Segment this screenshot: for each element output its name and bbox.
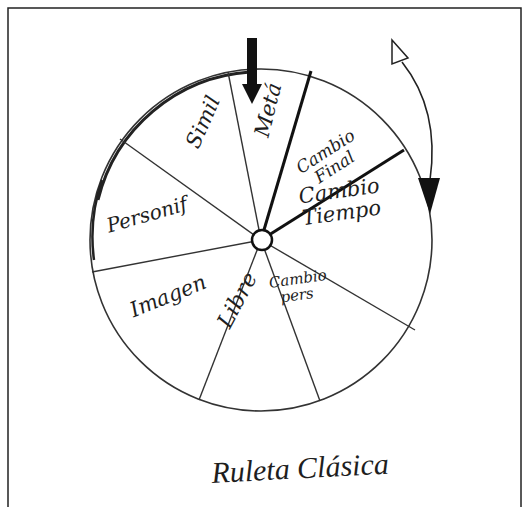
rotation-arrow (402, 62, 432, 180)
segment-label: Libre (213, 268, 261, 331)
pointer-shaft (247, 38, 257, 86)
rotation-flag (392, 40, 408, 64)
segment-label: Cambio pers (268, 269, 324, 307)
rotation-arrowhead (418, 178, 440, 214)
segment-label: Cambio Tiempo (297, 175, 382, 230)
frame (8, 8, 521, 507)
wheel-rim (90, 69, 432, 411)
segment-label: Personif (104, 193, 190, 236)
wheel-spokes (92, 72, 415, 401)
segment-label: Imagen (127, 271, 210, 321)
caption: Ruleta Clásica (211, 448, 390, 489)
rim-stroke (92, 180, 102, 260)
segment-label: Simil (182, 93, 224, 152)
rim-stroke (98, 72, 250, 200)
wheel-hub (252, 230, 272, 250)
